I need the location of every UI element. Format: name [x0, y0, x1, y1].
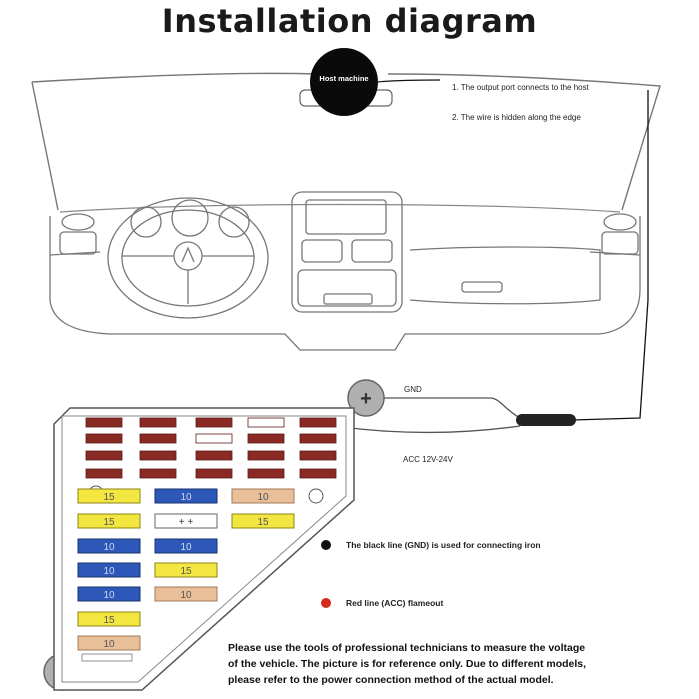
fuse-label: 15 — [257, 517, 269, 528]
footer-line: please refer to the power connection met… — [228, 674, 554, 686]
gnd-label: GND — [404, 385, 422, 394]
fuse-label: 10 — [180, 492, 192, 503]
fuse-label: 10 — [180, 590, 192, 601]
footer-line: Please use the tools of professional tec… — [228, 642, 586, 654]
note-1: 1. The output port connects to the host — [452, 83, 590, 92]
fuse-label: 10 — [103, 639, 115, 650]
fuse-label: 10 — [257, 492, 269, 503]
fuse-label: 10 — [103, 566, 115, 577]
host-wire — [375, 79, 441, 83]
footer-note: Please use the tools of professional tec… — [228, 640, 688, 688]
fuse-label: 15 — [103, 615, 115, 626]
legend-red-text: Red line (ACC) flameout — [346, 598, 443, 608]
relay-block — [85, 417, 337, 479]
footer-line: of the vehicle. The picture is for refer… — [228, 658, 587, 670]
note-2: 2. The wire is hidden along the edge — [452, 113, 581, 122]
page-title: Installation diagram — [161, 2, 538, 40]
legend-black-text: The black line (GND) is used for connect… — [346, 540, 541, 550]
fuse-label: 15 — [103, 517, 115, 528]
legend: The black line (GND) is used for connect… — [321, 540, 541, 608]
wire-connector — [516, 414, 576, 426]
host-machine: Host machine — [299, 48, 393, 116]
fuse-label: 10 — [103, 542, 115, 553]
fuse-column-right: 10 15 — [231, 488, 295, 529]
edge-wire — [571, 90, 649, 421]
acc-label: ACC 12V-24V — [403, 455, 453, 464]
legend-black-dot — [321, 540, 331, 550]
fuse-column-middle: 10 + + 10 15 10 — [154, 488, 218, 602]
windshield-outline — [31, 72, 661, 211]
legend-red-dot — [321, 598, 331, 608]
fuse-label: 10 — [103, 590, 115, 601]
dashboard — [49, 191, 641, 351]
fuse-box: 15 15 10 10 10 15 10 10 + + 10 15 — [53, 407, 355, 691]
fuse-column-left: 15 15 10 10 10 15 10 — [77, 488, 141, 662]
fuse-label: + + — [179, 517, 194, 528]
fuse-label: 15 — [180, 566, 192, 577]
fuse-label: 15 — [103, 492, 115, 503]
svg-text:+: + — [360, 388, 372, 410]
host-machine-label: Host machine — [319, 74, 368, 83]
gnd-wire — [384, 397, 521, 419]
windshield-inner — [59, 203, 621, 213]
fuse-label: 10 — [180, 542, 192, 553]
